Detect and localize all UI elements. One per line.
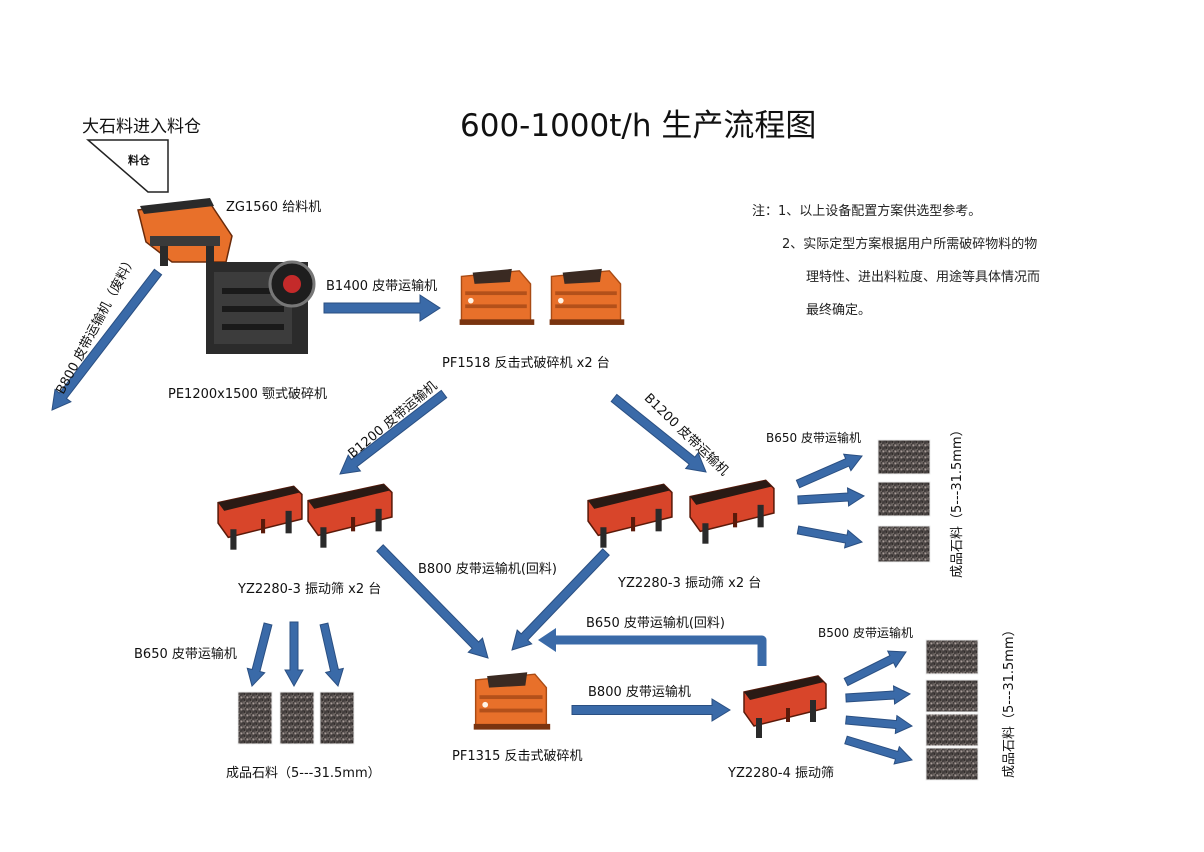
screen-left-label: YZ2280-3 振动筛 x2 台 <box>238 582 382 597</box>
impact-crusher-2-label: PF1315 反击式破碎机 <box>452 749 583 764</box>
screen-right-label: YZ2280-3 振动筛 x2 台 <box>618 576 762 591</box>
screen-right-b-image <box>689 479 775 545</box>
b650-right-label: B650 皮带运输机 <box>766 431 861 445</box>
note-line-1: 注：1、以上设备配置方案供选型参考。 <box>752 204 982 219</box>
arrow-product-rl-1 <box>843 650 907 687</box>
jaw-crusher-label: PE1200x1500 颚式破碎机 <box>168 387 328 402</box>
screen-final-label: YZ2280-4 振动筛 <box>728 766 835 781</box>
vibrating-feeder-image <box>137 198 233 266</box>
jaw-crusher-image <box>206 260 316 354</box>
feed-bin <box>85 139 169 193</box>
arrow-b800-return-right <box>511 548 610 651</box>
arrow-product-left-2 <box>284 621 304 688</box>
bin-label: 料仓 <box>128 154 150 167</box>
product-bottom-label: 成品石料（5---31.5mm） <box>226 766 381 781</box>
arrow-b650-return-head <box>538 628 556 652</box>
impact-crusher-2-image <box>472 671 552 731</box>
arrow-product-rl-3 <box>845 714 914 735</box>
arrow-product-rl-2 <box>845 685 912 705</box>
impact-crusher-1-label: PF1518 反击式破碎机 x2 台 <box>442 356 610 371</box>
b1400-conveyor-label: B1400 皮带运输机 <box>326 279 438 294</box>
impact-crusher-1b-image <box>548 268 626 326</box>
arrow-waste-conveyor <box>51 268 163 411</box>
screen-final-image <box>743 675 827 739</box>
arrow-b800-main <box>571 698 731 722</box>
product-right-upper-label: 成品石料（5---31.5mm） <box>950 423 965 578</box>
b800-return-label: B800 皮带运输机(回料) <box>418 562 558 577</box>
conveyor-arrows <box>51 268 914 765</box>
note-line-4: 最终确定。 <box>806 303 872 318</box>
arrow-product-ru-3 <box>796 525 864 549</box>
product-swatches-right-upper <box>877 439 931 563</box>
screen-left-b-image <box>307 483 393 549</box>
product-swatches-bottom <box>237 691 355 745</box>
b650-return-label: B650 皮带运输机(回料) <box>586 616 726 631</box>
arrow-b1400 <box>323 294 441 322</box>
arrow-b650-return <box>552 635 767 666</box>
arrow-b1200-right <box>610 393 707 473</box>
arrow-b800-return-left <box>376 544 489 659</box>
feeder-label: ZG1560 给料机 <box>226 200 322 215</box>
b650-left-label: B650 皮带运输机 <box>134 647 237 662</box>
b500-conveyor-label: B500 皮带运输机 <box>818 626 913 640</box>
screen-left-a-image <box>217 485 303 551</box>
arrow-product-left-1 <box>246 622 273 687</box>
arrow-product-ru-2 <box>797 487 866 507</box>
note-line-3: 理特性、进出料粒度、用途等具体情况而 <box>806 270 1041 285</box>
arrow-product-ru-1 <box>795 453 863 489</box>
arrow-b1200-left <box>339 389 448 475</box>
page-title: 600-1000t/h 生产流程图 <box>460 108 817 144</box>
screen-right-a-image <box>587 483 673 549</box>
product-swatches-right-lower <box>925 639 979 781</box>
arrow-product-left-3 <box>319 622 345 687</box>
b800-conveyor-label: B800 皮带运输机 <box>588 685 691 700</box>
impact-crusher-1a-image <box>458 268 536 326</box>
note-line-2: 2、实际定型方案根据用户所需破碎物料的物 <box>782 237 1038 252</box>
arrow-product-rl-4 <box>844 735 913 765</box>
product-right-lower-label: 成品石料（5---31.5mm） <box>1002 623 1017 778</box>
bin-caption: 大石料进入料仓 <box>82 117 201 137</box>
